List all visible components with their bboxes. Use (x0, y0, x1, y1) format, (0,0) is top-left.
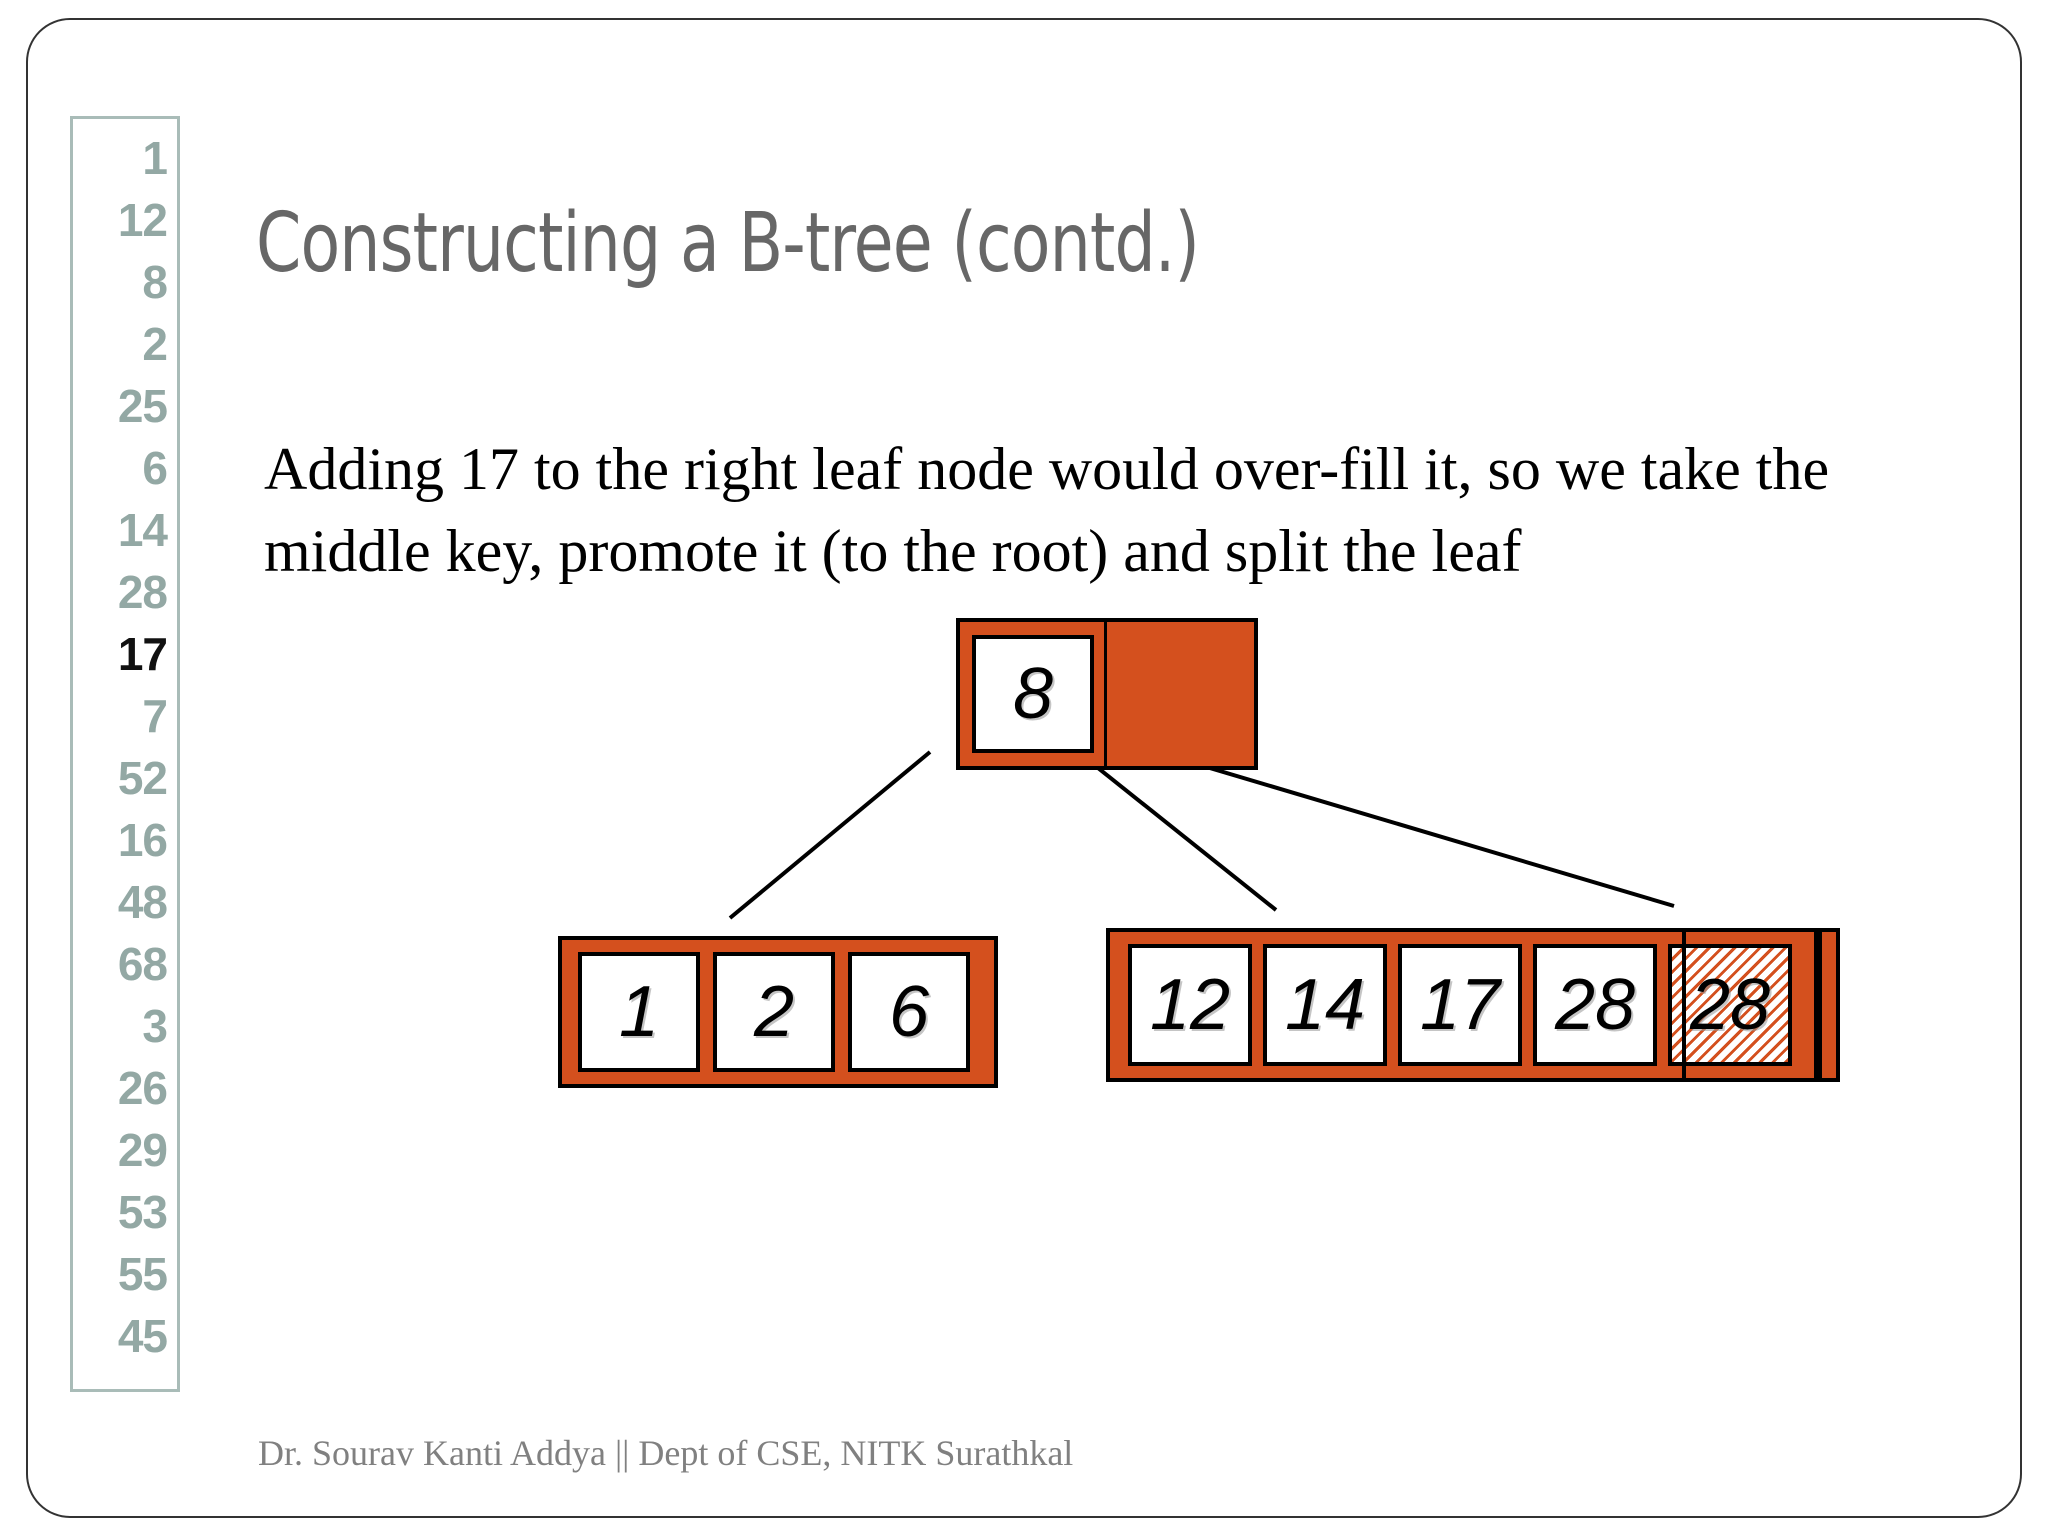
left-leaf-cell-2: 6 (848, 952, 970, 1072)
sidebar-key-5: 6 (142, 442, 168, 494)
right-leaf-cell-1: 14 (1263, 944, 1387, 1066)
edge-root-to-left-leaf (728, 750, 932, 920)
edge-root-to-right-leaf (1076, 750, 1278, 912)
left-leaf-cell-1: 2 (713, 952, 835, 1072)
page-title: Constructing a B-tree (contd.) (256, 196, 1200, 291)
sidebar-key-7: 28 (117, 566, 168, 618)
sidebar-key-17: 53 (117, 1186, 168, 1238)
sidebar-key-4: 25 (117, 380, 168, 432)
edge-root-to-split-leaf (1155, 750, 1675, 908)
left-leaf-cell-0: 1 (578, 952, 700, 1072)
body-paragraph: Adding 17 to the right leaf node would o… (264, 436, 1830, 584)
sidebar-key-15: 26 (117, 1062, 168, 1114)
root-cell-divider (1104, 618, 1107, 770)
sidebar-key-13: 68 (117, 938, 168, 990)
sidebar-key-9: 7 (142, 690, 168, 742)
btree-root-node: 8 (956, 618, 1258, 770)
sidebar-key-19: 45 (117, 1310, 168, 1362)
sidebar-key-14: 3 (142, 1000, 168, 1052)
right-leaf-cell-3: 28 (1533, 944, 1657, 1066)
sidebar-key-11: 16 (117, 814, 168, 866)
right-leaf-cell-4-overflow: 28 (1668, 944, 1792, 1066)
right-leaf-cell-0: 12 (1128, 944, 1252, 1066)
leaf-split-edge-strip (1818, 928, 1840, 1082)
btree-left-leaf-node: 1 2 6 (558, 936, 998, 1088)
sidebar-key-3: 2 (142, 318, 168, 370)
sidebar-key-6: 14 (117, 504, 168, 556)
key-sequence-sidebar: 1 12 8 2 25 6 14 28 17 7 52 16 48 68 3 26 29 53 55 45 (70, 116, 180, 1392)
right-leaf-cell-2: 17 (1398, 944, 1522, 1066)
sidebar-key-1: 12 (117, 194, 168, 246)
root-key-cell-1 (1108, 635, 1230, 753)
leaf-split-divider (1682, 928, 1686, 1082)
sidebar-key-0: 1 (142, 132, 168, 184)
sidebar-key-18: 55 (117, 1248, 168, 1300)
footer-attribution: Dr. Sourav Kanti Addya || Dept of CSE, N… (258, 1433, 1074, 1473)
sidebar-key-12: 48 (117, 876, 168, 928)
root-key-cell-0: 8 (972, 635, 1094, 753)
btree-right-leaf-node: 12 14 17 28 28 (1106, 928, 1818, 1082)
sidebar-key-16: 29 (117, 1124, 168, 1176)
sidebar-key-8: 17 (117, 628, 168, 680)
sidebar-key-10: 52 (117, 752, 168, 804)
sidebar-key-2: 8 (142, 256, 168, 308)
